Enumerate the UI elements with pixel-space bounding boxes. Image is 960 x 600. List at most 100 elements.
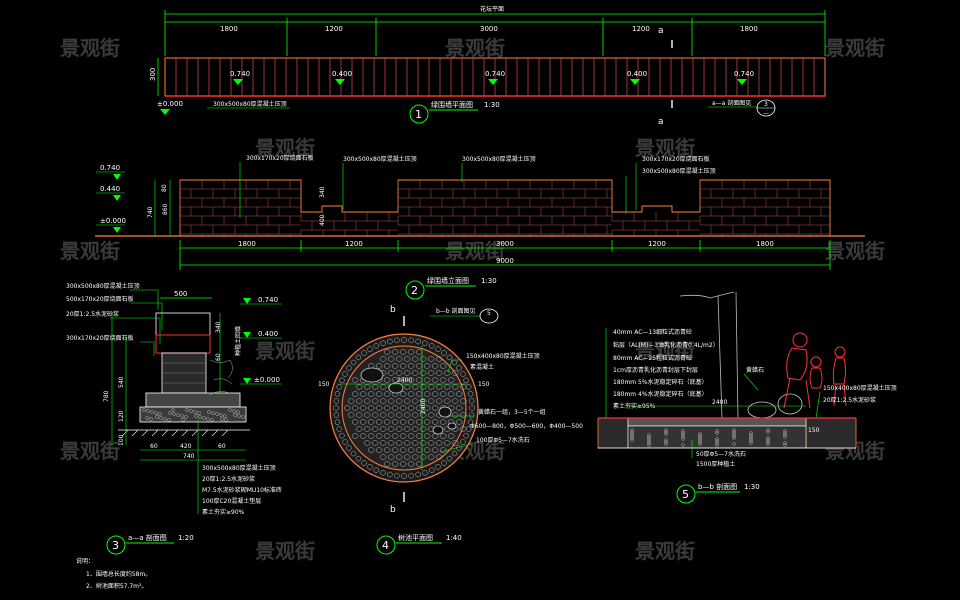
- elev-callout-5: 300x500x80厚混凝土压顶: [642, 167, 716, 175]
- plan-ref-bot: —: [763, 110, 769, 117]
- pond-dim-r: 150: [478, 381, 490, 388]
- plan-base-level: ±0.000: [157, 100, 183, 108]
- elev-title-num: 2: [411, 284, 418, 297]
- pond-title-num: 4: [382, 539, 389, 552]
- elev-inner-340: 340: [319, 186, 326, 198]
- pond-stones: [360, 367, 457, 435]
- elev-total: 9000: [496, 257, 514, 265]
- sb-stone-note: 黄蜡石: [746, 366, 764, 374]
- sa-right-note: 种植土回填: [234, 326, 242, 356]
- pond-ref-bubble: [479, 308, 499, 324]
- pond-dim-c: 2400: [397, 377, 412, 384]
- elev-callout-4: 300x170x20厚烧面石板: [642, 155, 710, 163]
- plan-section-note: a—a 剖面图见: [712, 99, 751, 107]
- watermark: 景观街: [635, 136, 695, 160]
- elev-callout-1: 300x170x20厚烧面石板: [246, 154, 314, 162]
- pond-vdim: 2400: [420, 399, 427, 414]
- watermark: 景观街: [635, 339, 695, 363]
- notes: 说明： 1、围墙总长度约58m。 2、树池面积57.7m²。: [76, 557, 151, 590]
- plan-title: 绿围墙平面图: [431, 100, 473, 109]
- elev-dim-860: 860: [162, 203, 169, 215]
- elev-title: 绿围墙立面图: [427, 276, 469, 285]
- watermark: 景观街: [825, 239, 885, 263]
- watermark: 景观街: [635, 539, 695, 563]
- pond-callout-r3: 100厚Φ5—7水洗石: [476, 436, 530, 444]
- sa-title-bubble: [106, 535, 126, 555]
- plan-section-mark-bot: a: [658, 117, 664, 127]
- watermark: 景观街: [445, 239, 505, 263]
- sb-scale: 1:30: [744, 483, 760, 491]
- watermark: 景观街: [60, 239, 120, 263]
- elev-callout-2: 300x500x80厚混凝土压顶: [343, 155, 417, 163]
- sa-ldim-1: 780: [103, 390, 110, 402]
- plan-dim-3: 3000: [480, 25, 498, 33]
- sb-callout-r1: 150x400x80厚混凝土压顶: [823, 384, 897, 392]
- plan-scale: 1:30: [484, 101, 500, 109]
- elev-level-2: 0.440: [100, 185, 120, 193]
- watermark: 景观街: [445, 36, 505, 60]
- pond-mark-bot: b: [390, 505, 396, 515]
- sb-right-dim: 150: [808, 427, 820, 434]
- elev-dim-1: 1800: [238, 240, 256, 248]
- pond-callout-r2: Φ600—800，Φ500—600，Φ400—500: [470, 423, 583, 430]
- sa-bdim-3: 60: [218, 443, 226, 450]
- sa-rdim-1: 340: [215, 321, 222, 333]
- note-2: 2、树池面积57.7m²。: [86, 582, 147, 590]
- elev-callout-3: 300x500x80厚混凝土压顶: [462, 155, 536, 163]
- elev-title-bubble: [405, 280, 425, 300]
- sa-bcallout-5: 素土夯实≥90%: [202, 508, 245, 516]
- sb-callout-r2: 20厚1:2.5水泥砂浆: [823, 396, 876, 404]
- sa-bcallout-2: 20厚1:2.5水泥砂浆: [202, 475, 255, 483]
- watermark: 景观街: [60, 36, 120, 60]
- elev-dim-5: 1800: [756, 240, 774, 248]
- elevation-profile: [179, 179, 831, 236]
- elev-scale: 1:30: [481, 277, 497, 285]
- plan-total-label: 花坛平面: [480, 5, 504, 13]
- sb-layer-2: 粘层（AL(M)—3油乳化沥青0.4L/m2）: [613, 341, 719, 349]
- plan-level-5: 0.740: [734, 70, 754, 78]
- sa-bottom-callouts: 300x500x80厚混凝土压顶 20厚1:2.5水泥砂浆 M7.5水泥砂浆砌M…: [197, 420, 282, 516]
- pond-callout-top: 150x400x80厚混凝土压顶: [466, 352, 540, 360]
- plan-ref-top: 3: [764, 101, 768, 108]
- watermark: 景观街: [255, 539, 315, 563]
- watermark: 景观街: [255, 136, 315, 160]
- pond-plan: b b b—b 剖面图见 5 150 2400 150 2400 150x400…: [318, 305, 583, 555]
- sa-bdim-1: 60: [150, 443, 158, 450]
- plan-paver-note: 300x500x80厚混凝土压顶: [213, 100, 287, 108]
- notes-heading: 说明：: [76, 557, 94, 565]
- plan-title-num: 1: [415, 108, 422, 121]
- sa-callout-2: 500x170x20厚烧面石板: [66, 295, 134, 303]
- sa-bcallout-4: 100厚C20混凝土垫层: [202, 497, 261, 505]
- plan-dim-5: 1800: [740, 25, 758, 33]
- pond-callout-top2: 素混凝土: [470, 363, 494, 371]
- sb-layer-5: 180mm 5%水泥稳定碎石（底基）: [613, 378, 708, 386]
- plan-dim-4: 1200: [632, 25, 650, 33]
- elev-level-3: ±0.000: [100, 217, 126, 225]
- sa-ldim-3: 120: [118, 410, 125, 422]
- sb-layer-4: 1cm厚沥青乳化沥青封层下封层: [613, 366, 698, 374]
- section-a: 300x500x80厚混凝土压顶 500x170x20厚烧面石板 20厚1:2.…: [66, 282, 282, 555]
- sb-layer-6: 180mm 4%水泥稳定碎石（底基）: [613, 390, 708, 398]
- watermark: 景观街: [825, 36, 885, 60]
- elevation-view: 0.740 0.440 ±0.000 740 80 860 340 400 30…: [95, 154, 865, 300]
- plan-section-mark-top: a: [658, 26, 664, 36]
- sa-level-3: ±0.000: [254, 376, 280, 384]
- sa-scale: 1:20: [178, 534, 194, 542]
- elev-dim-3: 3000: [496, 240, 514, 248]
- sb-title-bubble: [676, 484, 696, 504]
- sa-btotal: 740: [183, 453, 195, 460]
- note-1: 1、围墙总长度约58m。: [86, 570, 151, 578]
- plan-level-3: 0.740: [485, 70, 505, 78]
- sa-level-2: 0.400: [258, 330, 278, 338]
- sb-title-num: 5: [682, 488, 689, 501]
- sa-rdim-2: 60: [215, 353, 222, 361]
- plan-level-1: 0.740: [230, 70, 250, 78]
- sb-bottom-1: 50厚Φ5—7水洗石: [696, 450, 746, 458]
- sa-ldim-2: 540: [118, 376, 125, 388]
- elev-inner-400: 400: [319, 214, 326, 226]
- sb-layer-3: 80mm AC—25粗粒式沥青砼: [613, 354, 692, 362]
- plan-level-4: 0.400: [627, 70, 647, 78]
- elev-dim-740: 740: [147, 206, 154, 218]
- elev-dim-4: 1200: [648, 240, 666, 248]
- plan-dim-2: 1200: [325, 25, 343, 33]
